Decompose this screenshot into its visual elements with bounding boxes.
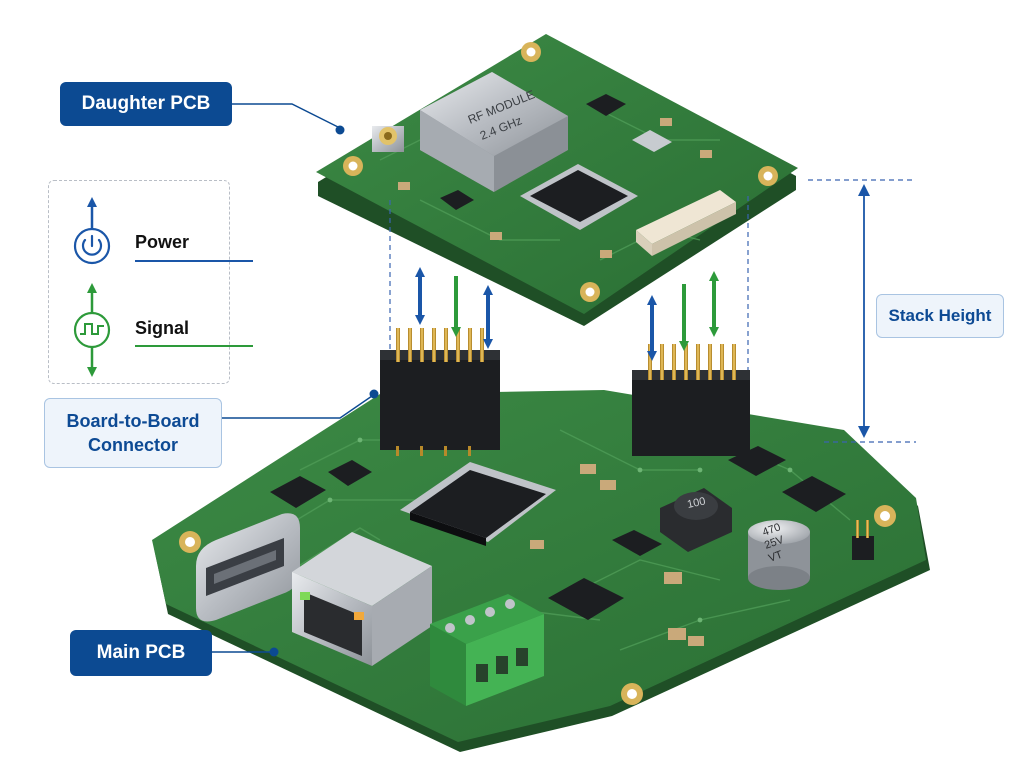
usb-c-port (196, 513, 300, 622)
legend-signal-underline (135, 345, 253, 347)
ic-chip (782, 476, 846, 512)
ic-chip (440, 190, 474, 210)
inductor: 100 (660, 488, 732, 552)
board-to-board-connector-label: Board-to-Board Connector (44, 398, 222, 468)
mounting-hole (343, 156, 363, 176)
main-pcb: 100 470 25V VT (152, 390, 930, 752)
mounting-hole (874, 505, 896, 527)
crystal-oscillator (632, 130, 672, 152)
main-mcu-chip (400, 462, 556, 546)
legend-signal-label: Signal (135, 318, 190, 338)
board-to-board-label-line-2: Connector (88, 435, 178, 455)
stack-height-label: Stack Height (876, 294, 1004, 338)
leader-dots (269, 125, 379, 657)
mounting-hole (580, 282, 600, 302)
legend: Power Signal (48, 180, 253, 384)
rf-module: RF MODULE 2.4 GHz (420, 72, 568, 192)
svg-text:470: 470 (761, 521, 782, 539)
ethernet-jack (292, 532, 432, 666)
signal-icon (73, 283, 111, 377)
ic-chip (612, 530, 662, 556)
legend-power-underline (135, 260, 253, 262)
mounting-hole (521, 42, 541, 62)
svg-text:100: 100 (686, 495, 706, 511)
daughter-mcu-chip (520, 164, 638, 230)
antenna-connector (372, 126, 404, 152)
svg-text:VT: VT (767, 549, 785, 565)
fpc-connector (636, 190, 736, 256)
mounting-hole (758, 166, 778, 186)
ic-chip (328, 460, 372, 486)
daughter-pcb: RF MODULE 2.4 GHz (316, 34, 798, 326)
power-icon (73, 197, 111, 265)
electrolytic-capacitor: 470 25V VT (748, 520, 810, 590)
board-to-board-label-line-1: Board-to-Board (66, 411, 200, 431)
pin-header (852, 520, 874, 560)
main-pcb-label: Main PCB (70, 630, 212, 676)
alignment-guides (389, 179, 916, 443)
terminal-block (430, 594, 544, 706)
mounting-hole (621, 683, 643, 705)
ic-chip (586, 94, 626, 116)
board-to-board-connector-left (380, 328, 500, 456)
ic-chip (270, 476, 326, 508)
mounting-hole (179, 531, 201, 553)
passive-component (398, 118, 712, 258)
daughter-pcb-label: Daughter PCB (60, 82, 232, 126)
ic-chip (548, 578, 624, 620)
board-to-board-connector-right (632, 344, 750, 456)
legend-power-label: Power (135, 232, 190, 252)
leader-lines (212, 103, 373, 653)
